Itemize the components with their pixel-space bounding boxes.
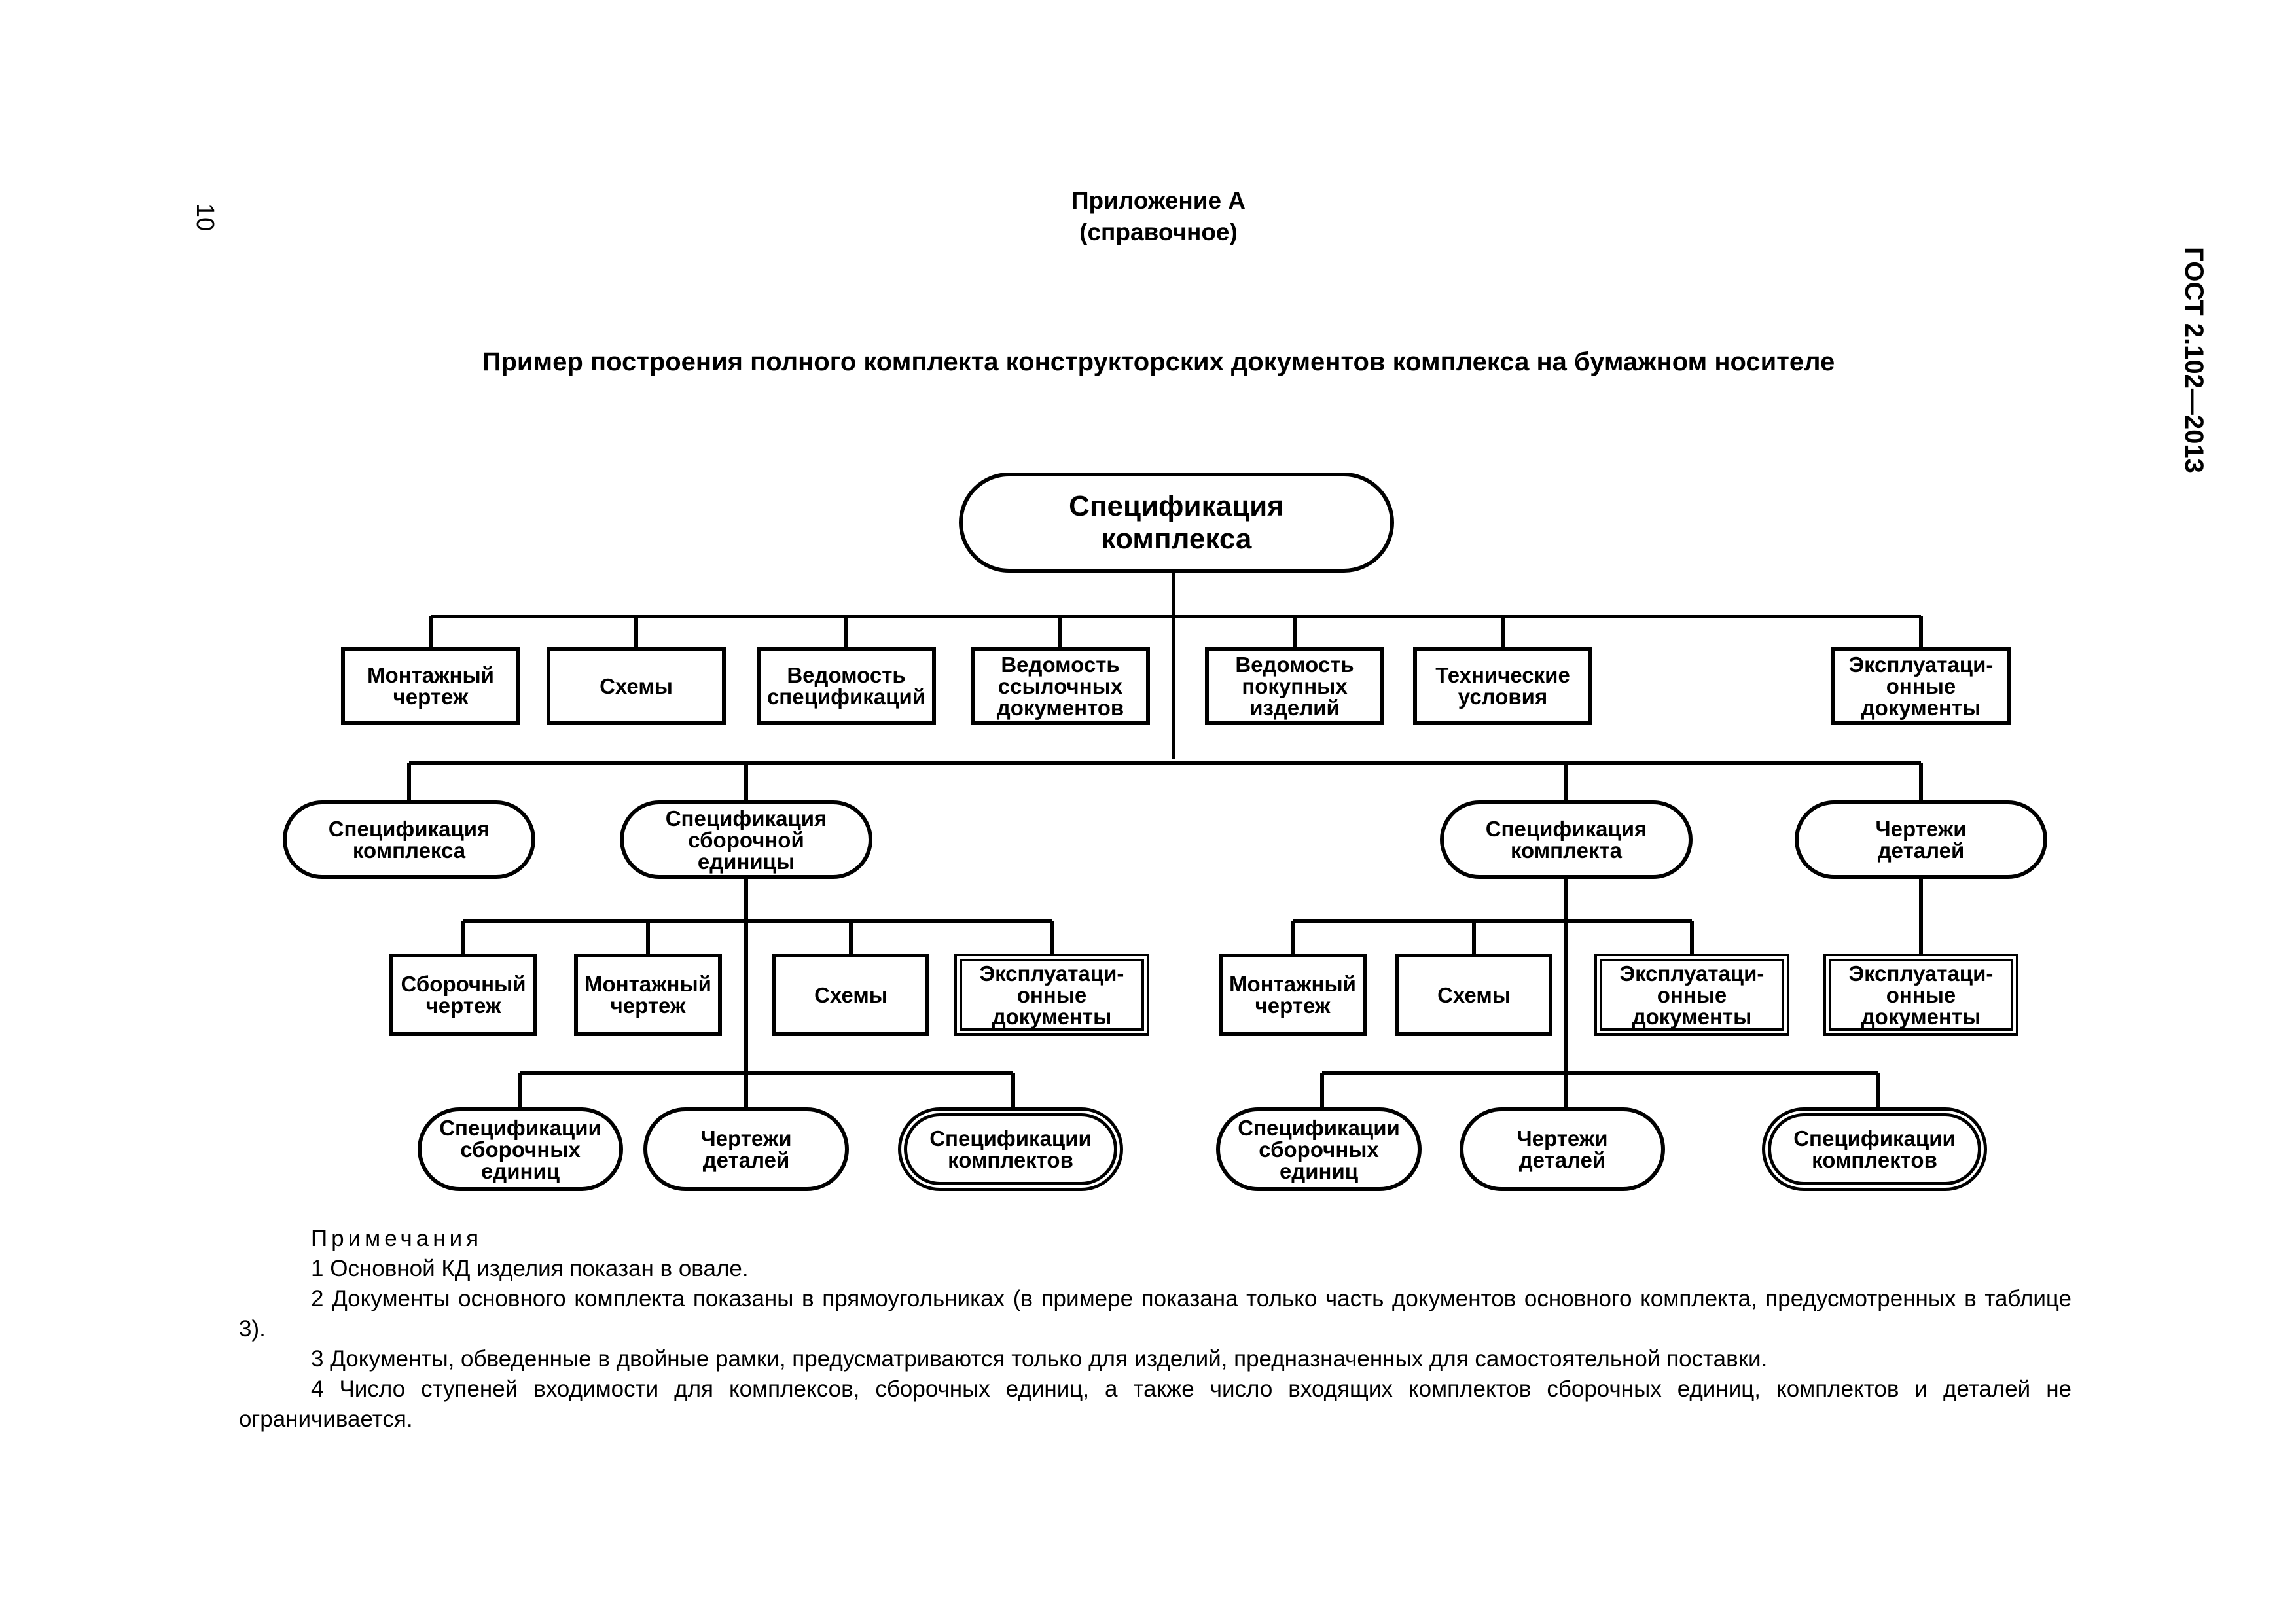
notes-section: Примечания 1 Основной КД изделия показан… — [239, 1224, 2072, 1435]
l4-part-drawings: Чертежи деталей — [643, 1107, 849, 1191]
l1-mounting-drawing: Монтажный чертеж — [341, 647, 520, 725]
l2-part-drawings: Чертежи деталей — [1795, 800, 2047, 879]
l4-right-part-drawings: Чертежи деталей — [1460, 1107, 1665, 1191]
l1-reference-docs-list: Ведомость ссылочных документов — [971, 647, 1150, 725]
l1-schemes: Схемы — [547, 647, 726, 725]
l4-assembly-units-specifications: Спецификации сборочных единиц — [418, 1107, 623, 1191]
l3-schemes: Схемы — [772, 954, 929, 1036]
l2-assembly-unit-specification: Спецификация сборочной единицы — [620, 800, 872, 879]
l1-operational-docs: Эксплуатаци- онные документы — [1831, 647, 2011, 725]
note-item: 3 Документы, обведенные в двойные рамки,… — [311, 1346, 1768, 1372]
l3-operational-docs: Эксплуатаци- онные документы — [954, 954, 1149, 1036]
note-item: 4 Число ступеней входимости для комплекс… — [239, 1376, 2072, 1432]
l3-right-operational-docs: Эксплуатаци- онные документы — [1594, 954, 1789, 1036]
appendix-title: Приложение А — [1071, 187, 1246, 214]
document-title: Пример построения полного комплекта конс… — [482, 348, 1835, 376]
l2-kit-specification: Спецификация комплекта — [1440, 800, 1693, 879]
l4-right-kit-specifications: Спецификации комплектов — [1762, 1107, 1987, 1191]
note-item: 2 Документы основного комплекта показаны… — [239, 1286, 2072, 1342]
l4-right-assembly-units-specifications: Спецификации сборочных единиц — [1216, 1107, 1422, 1191]
l2-complex-specification: Спецификация комплекса — [283, 800, 535, 879]
note-item: 1 Основной КД изделия показан в овале. — [311, 1256, 749, 1281]
root-complex-specification: Спецификация комплекса — [959, 473, 1394, 573]
l3-details-operational-docs: Эксплуатаци- онные документы — [1823, 954, 2018, 1036]
l3-assembly-drawing: Сборочный чертеж — [389, 954, 537, 1036]
l1-purchased-items-list: Ведомость покупных изделий — [1205, 647, 1384, 725]
l1-technical-conditions: Технические условия — [1413, 647, 1592, 725]
l3-right-schemes: Схемы — [1395, 954, 1552, 1036]
l3-right-mounting-drawing: Монтажный чертеж — [1219, 954, 1367, 1036]
notes-heading: Примечания — [311, 1226, 483, 1251]
l1-specifications-list: Ведомость спецификаций — [757, 647, 936, 725]
l4-kit-specifications: Спецификации комплектов — [898, 1107, 1123, 1191]
l3-mounting-drawing: Монтажный чертеж — [574, 954, 722, 1036]
appendix-type: (справочное) — [1079, 219, 1238, 245]
